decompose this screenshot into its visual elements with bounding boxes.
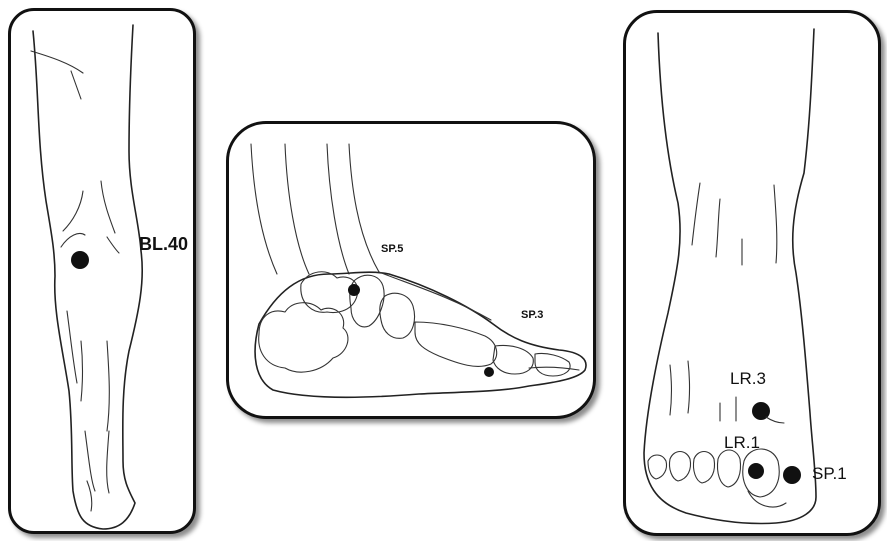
sp5-point (348, 284, 360, 296)
sp1-point (783, 466, 801, 484)
foot-top-illustration (626, 13, 881, 536)
bl40-point (71, 251, 89, 269)
bl40-label: BL.40 (139, 235, 188, 253)
sp1-label: SP.1 (812, 465, 847, 482)
lr1-label: LR.1 (724, 434, 760, 451)
foot-side-panel: SP.5 SP.3 (226, 121, 596, 419)
leg-back-panel: BL.40 (8, 8, 196, 534)
sp3-label: SP.3 (521, 310, 543, 321)
lr3-label: LR.3 (730, 370, 766, 387)
leg-back-illustration (11, 11, 196, 534)
foot-top-panel: LR.3 LR.1 SP.1 (623, 10, 881, 536)
sp5-label: SP.5 (381, 244, 403, 255)
foot-side-illustration (229, 124, 596, 419)
sp3-point (484, 367, 494, 377)
lr1-point (748, 463, 764, 479)
